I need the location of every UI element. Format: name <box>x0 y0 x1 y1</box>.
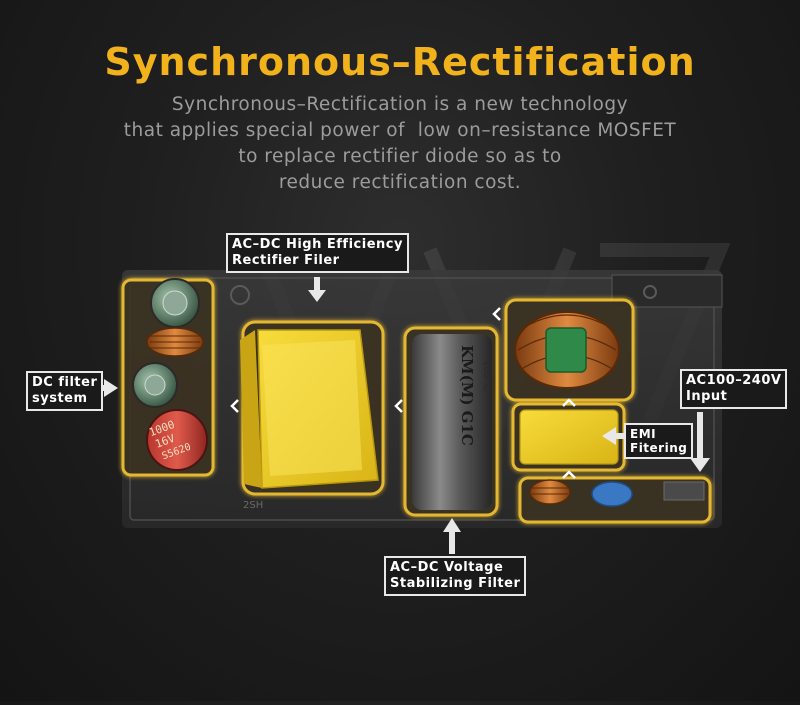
pointer-arrows <box>93 277 710 554</box>
label-line: DC filter <box>32 375 98 390</box>
chevron-left-icon <box>394 399 403 413</box>
board-mark-2sh: 2SH <box>243 500 263 511</box>
arrow-right-icon <box>104 379 118 397</box>
subtitle-line: reduce rectification cost. <box>278 172 522 193</box>
arrow-up-icon <box>443 518 461 532</box>
input-connector <box>663 481 705 501</box>
small-coil <box>529 479 571 505</box>
label-line: AC–DC Voltage <box>390 560 504 575</box>
page-subtitle: Synchronous–Rectification is a new techn… <box>0 92 800 196</box>
chevron-left-icon <box>492 307 501 321</box>
dc-filter-group: 1000 16V S5620 <box>121 278 215 477</box>
label-line: Stabilizing Filter <box>390 576 521 591</box>
cap-marking-105c: 105°C <box>481 360 492 391</box>
subtitle-line: Synchronous–Rectification is a new techn… <box>171 94 629 115</box>
electrolytic-capacitor <box>412 334 492 510</box>
emi-inductor-group <box>504 298 635 402</box>
label-line: Input <box>686 389 728 404</box>
voltage-filter-group: KM(M) G1C 105°C <box>403 326 499 517</box>
label-voltage-filter: AC–DC Voltage Stabilizing Filter <box>384 556 527 596</box>
label-dc-filter: DC filter system <box>26 371 104 411</box>
page-title: Synchronous–Rectification <box>104 40 696 84</box>
flow-chevrons <box>230 307 576 479</box>
chevron-left-icon <box>230 399 239 413</box>
cap-marking-kmm: KM(M) G1C <box>458 345 476 446</box>
label-line: AC–DC High Efficiency <box>232 237 403 252</box>
label-emi-filtering: EMI Fitering <box>624 423 694 459</box>
arrow-down-icon <box>308 290 326 302</box>
subtitle-line: to replace rectifier diode so as to <box>238 146 562 167</box>
label-line: Fitering <box>630 441 688 455</box>
label-line: Rectifier Filer <box>232 253 340 268</box>
label-rectifier-filter: AC–DC High Efficiency Rectifier Filer <box>226 233 409 273</box>
label-line: EMI <box>630 427 657 441</box>
label-ac-input: AC100–240V Input <box>680 369 788 409</box>
rectifier-filter-group <box>240 320 385 496</box>
chevron-up-icon <box>562 470 576 479</box>
label-line: AC100–240V <box>686 373 782 388</box>
arrow-left-icon <box>602 427 616 445</box>
arrow-down-icon <box>690 458 710 472</box>
chevron-up-icon <box>562 398 576 407</box>
capacitor-red <box>146 409 208 471</box>
label-line: system <box>32 391 88 406</box>
y-capacitor-blue <box>591 481 633 507</box>
emi-capacitor-yellow <box>519 409 619 465</box>
input-group <box>518 476 712 524</box>
emi-filter-group <box>511 402 626 472</box>
subtitle-line: that applies special power of low on–res… <box>123 120 677 141</box>
